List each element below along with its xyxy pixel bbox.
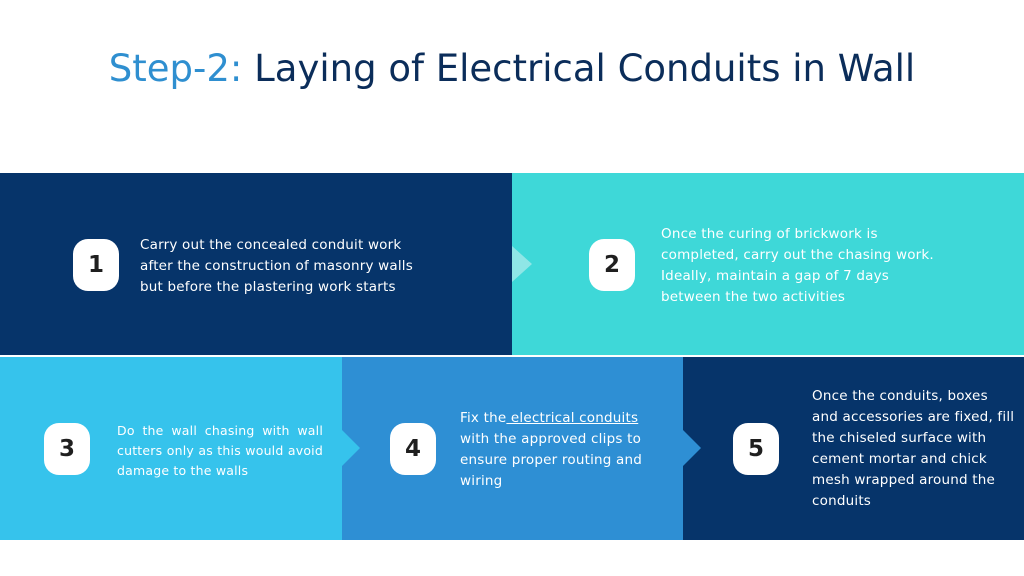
title-text: Laying of Electrical Conduits in Wall [242, 47, 916, 90]
step-description: Carry out the concealed conduit work aft… [140, 237, 413, 295]
electrical-conduits-link[interactable]: electrical conduits [506, 410, 639, 426]
step-description: Once the curing of brickwork is complete… [661, 226, 934, 305]
step-text-before: Fix the [460, 410, 507, 426]
step-number-badge: 1 [73, 239, 119, 291]
step-text-after: with the approved clips to ensure proper… [460, 431, 643, 489]
step-description: Do the wall chasing with wall cutters on… [117, 423, 323, 478]
step-number-badge: 4 [390, 423, 436, 475]
step-number-badge: 3 [44, 423, 90, 475]
arrow-right-icon [342, 430, 360, 466]
title-step-label: Step-2: [108, 47, 243, 90]
step-number-badge: 2 [589, 239, 635, 291]
step-number-badge: 5 [733, 423, 779, 475]
arrow-right-icon [512, 246, 532, 282]
arrow-right-icon [683, 430, 701, 466]
page-title: Step-2: Laying of Electrical Conduits in… [0, 46, 1024, 92]
step-description: Fix the electrical conduits with the app… [460, 408, 665, 492]
step-description: Once the conduits, boxes and accessories… [812, 388, 1015, 509]
